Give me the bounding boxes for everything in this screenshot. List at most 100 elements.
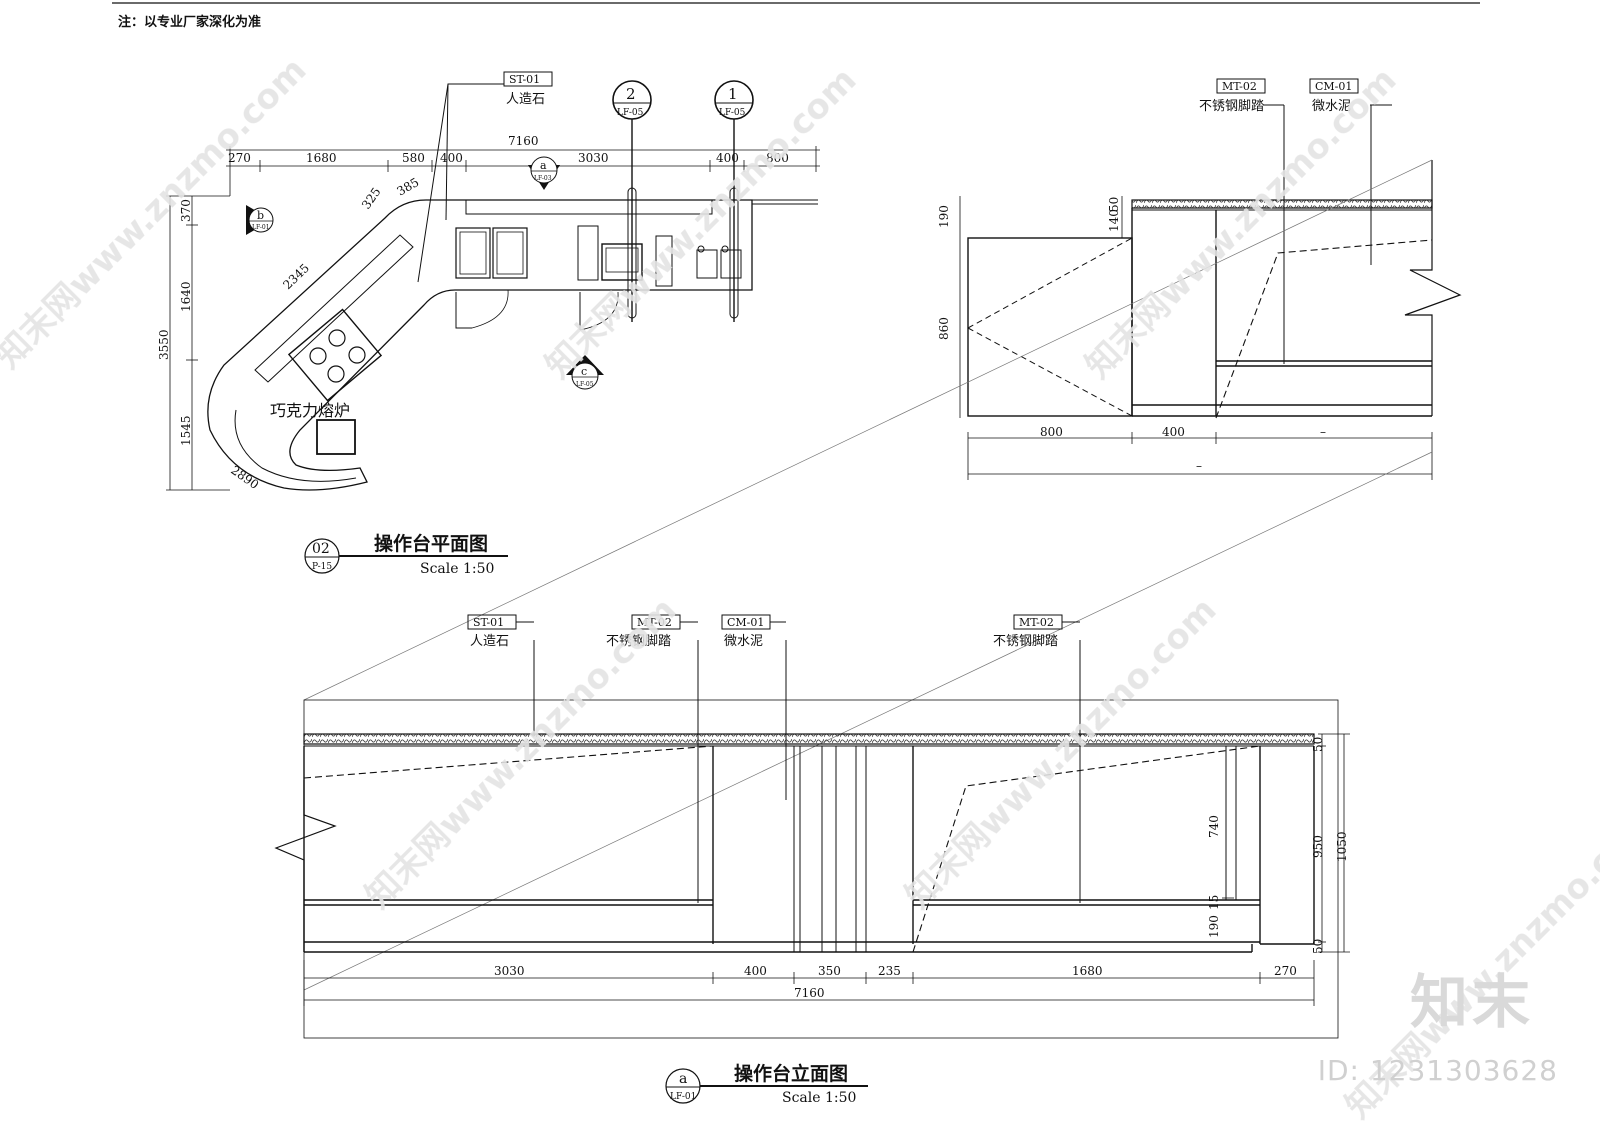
plan-top-dim: 400 (440, 151, 463, 165)
general-note: 注：以专业厂家深化为准 (118, 14, 261, 30)
plan-material-tag: ST-01 人造石 (503, 71, 553, 107)
equipment-label: 巧克力熔炉 (270, 401, 350, 420)
view-marker-a: a LF-03 (528, 156, 560, 190)
elevation-right-dim: 190 (1207, 915, 1221, 938)
section-tag-mt02: MT-02 不锈钢脚踏 (1199, 78, 1266, 114)
elevation-title: 操作台立面图 (734, 1062, 848, 1085)
section-tag-code: CM-01 (1315, 80, 1352, 93)
elevation-right-dim: 740 (1207, 815, 1221, 838)
plan-left-dim: 1545 (179, 415, 193, 446)
section-base (967, 237, 1133, 417)
watermark-text: 知末网www.znzmo.com (358, 590, 684, 916)
elevation-tag-text: 人造石 (470, 634, 509, 649)
plan-top-dim: 800 (766, 151, 789, 165)
plan-angled-dim: 385 (395, 175, 422, 199)
plan-top-dim: 1680 (306, 151, 337, 165)
section-overall-dim: – (1196, 459, 1202, 473)
plan-overall-width: 7160 (508, 134, 539, 148)
elevation-ref-sheet: LF-01 (670, 1092, 696, 1102)
plan-scale: Scale 1:50 (420, 561, 494, 577)
plan-dim-text: 7160 270 1680 580 400 3030 400 800 370 1… (157, 134, 789, 492)
chocolate-melter (316, 419, 356, 455)
elevation-tag-text: 不锈钢脚踏 (606, 633, 671, 649)
elevation-bottom-dim: 1680 (1072, 964, 1103, 978)
plan-view (207, 83, 818, 491)
callout-number: 2 (626, 85, 636, 103)
section-vertical-dim: 860 (937, 317, 951, 340)
callout-sheet: LF-05 (719, 108, 746, 118)
section-tag-text: 不锈钢脚踏 (1199, 98, 1264, 114)
elevation-bottom-dim: 3030 (494, 964, 525, 978)
elevation-scale: Scale 1:50 (782, 1090, 856, 1106)
section-tag-cm01: CM-01 微水泥 (1309, 78, 1359, 114)
elevation-tag-code: CM-01 (727, 616, 764, 629)
elevation-ref-letter: a (679, 1071, 687, 1087)
elevation-right-dim: 950 (1311, 835, 1325, 858)
section-bottom-dim: – (1320, 425, 1326, 439)
elevation-dimensions (303, 733, 1350, 1006)
counter-back-edge (254, 234, 414, 383)
elevation-overall-width: 7160 (794, 986, 825, 1000)
counter-inner-line (234, 409, 357, 482)
plan-tag-text: 人造石 (506, 92, 545, 107)
plan-top-dim: 400 (716, 151, 739, 165)
section-vertical-dim: 50 (1107, 197, 1121, 212)
plan-ref-sheet: P-15 (312, 562, 332, 572)
sink-1 (455, 227, 491, 279)
section-bottom-dim: 400 (1162, 425, 1185, 439)
elevation-right-dim: 1050 (1335, 831, 1349, 862)
plan-left-dim: 1640 (179, 281, 193, 312)
elevation-bottom-dim: 235 (878, 964, 901, 978)
view-marker-letter: c (581, 365, 587, 378)
watermark-layer: 知末网www.znzmo.com 知末网www.znzmo.com 知末网www… (0, 50, 1600, 1126)
plan-angled-dim: 2345 (280, 261, 312, 292)
sink-2 (492, 227, 528, 279)
section-dimensions (959, 196, 1433, 480)
view-marker-sheet: LF-03 (534, 175, 552, 182)
plan-left-dim: 370 (179, 199, 193, 222)
plan-tag-code: ST-01 (509, 73, 540, 86)
plan-ref-number: 02 (312, 541, 330, 557)
section-tag-code: MT-02 (1222, 80, 1257, 93)
elevation-dim-text: 3030 400 350 235 1680 270 7160 50 740 15… (494, 737, 1349, 1000)
elevation-title-block: a LF-01 操作台立面图 Scale 1:50 (665, 1062, 868, 1106)
view-marker-c: c LF-05 (566, 355, 604, 390)
cooktop (287, 308, 383, 402)
plan-angled-dim: 2890 (228, 463, 261, 492)
watermark-text: 知末网www.znzmo.com (538, 60, 864, 386)
plan-angled-dim: 325 (359, 185, 384, 212)
elevation-right-dim: 15 (1207, 895, 1221, 910)
dispenser-2 (720, 249, 742, 279)
elevation-right-dim: 50 (1311, 737, 1325, 752)
view-marker-letter: b (257, 209, 264, 222)
elevation-bottom-dim: 400 (744, 964, 767, 978)
view-marker-sheet: LF-05 (576, 381, 594, 388)
plan-top-dim: 3030 (578, 151, 609, 165)
section-vertical-dim: 140 (1107, 209, 1121, 232)
elevation-tag-code: MT-02 (1019, 616, 1054, 629)
plan-title-block: 02 P-15 操作台平面图 Scale 1:50 (304, 532, 508, 577)
plan-top-dim: 580 (402, 151, 425, 165)
plan-top-dim: 270 (228, 151, 251, 165)
elevation-tag-code: MT-02 (637, 616, 672, 629)
elevation-tag-mt02-right: MT-02 不锈钢脚踏 (993, 614, 1080, 649)
section-view (967, 104, 1462, 419)
elevation-tag-text: 微水泥 (724, 634, 763, 649)
callout-number: 1 (728, 85, 738, 103)
dispenser-1 (696, 249, 718, 279)
elevation-tag-cm01: CM-01 微水泥 (721, 614, 786, 649)
view-marker-b: b LF-01 (246, 205, 274, 235)
section-vertical-dim: 190 (937, 205, 951, 228)
elevation-tag-text: 不锈钢脚踏 (993, 633, 1058, 649)
detail-callout-2: 2 LF-05 (612, 80, 652, 120)
view-marker-letter: a (540, 159, 547, 172)
section-dim-text: 190 140 50 860 800 400 – – (937, 197, 1326, 473)
elevation-tag-mt02: MT-02 不锈钢脚踏 (606, 614, 698, 649)
elevation-view (274, 640, 1339, 1039)
elevation-countertop (303, 733, 1315, 745)
view-marker-sheet: LF-01 (252, 224, 270, 231)
elevation-tag-code: ST-01 (473, 616, 504, 629)
watermark-text: 知末网www.znzmo.com (898, 590, 1224, 916)
counter-outline (207, 199, 753, 491)
